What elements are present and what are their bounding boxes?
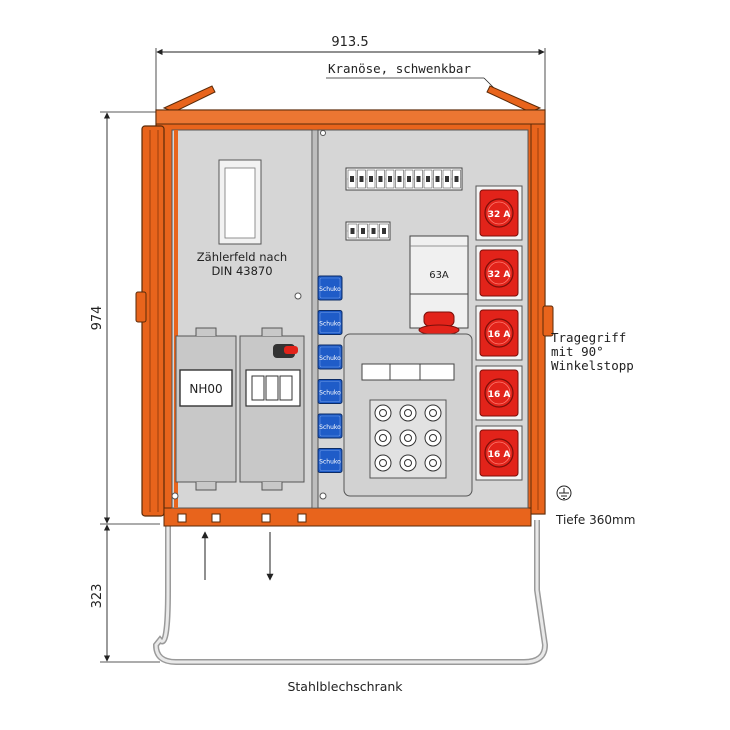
breaker-module xyxy=(404,169,414,189)
breaker-module xyxy=(366,169,376,189)
switch-disconnector-box xyxy=(239,327,305,491)
height-dimension: 974 xyxy=(90,111,160,525)
main-switch-label: 63A xyxy=(429,270,449,281)
schuko-socket: Schuko xyxy=(317,310,343,335)
handle-label-line1: Tragegriff xyxy=(551,330,626,345)
schuko-label: Schuko xyxy=(319,321,341,328)
schuko-label: Schuko xyxy=(319,424,341,431)
schuko-socket: Schuko xyxy=(317,413,343,439)
fuse-base xyxy=(399,454,417,472)
fuse-base xyxy=(374,454,392,472)
nh-fuse-label: NH00 xyxy=(189,382,222,396)
breaker-module xyxy=(358,223,368,239)
fuse-base xyxy=(374,429,392,447)
breaker-module xyxy=(395,169,404,189)
breaker-module xyxy=(376,169,385,189)
breaker-module xyxy=(385,169,395,189)
meter-field-line2: DIN 43870 xyxy=(211,264,272,278)
schuko-socket: Schuko xyxy=(317,275,343,301)
breaker-module xyxy=(452,169,461,189)
cee-label: 16 A xyxy=(488,450,511,460)
breakers-middle xyxy=(347,223,389,239)
meter-field-line1: Zählerfeld nach xyxy=(197,250,287,264)
cee-socket: 16 A xyxy=(475,305,523,361)
leg-height-dimension: 323 xyxy=(90,524,160,663)
width-dimension: 913.5 xyxy=(155,35,546,110)
fuse-base xyxy=(424,404,442,422)
earth-ground-icon xyxy=(556,485,572,501)
breaker-module xyxy=(433,169,442,189)
breaker-module xyxy=(347,223,358,239)
crane-eye-label: Kranöse, schwenkbar xyxy=(328,61,471,76)
schuko-socket: Schuko xyxy=(317,344,343,370)
breaker-module xyxy=(368,223,379,239)
leg-height-value: 323 xyxy=(90,584,105,609)
breaker-module xyxy=(357,169,366,189)
fuse-bases xyxy=(374,404,442,472)
breaker-module xyxy=(347,169,357,189)
schuko-socket: Schuko xyxy=(317,379,343,404)
nh-fuse-box: NH00 xyxy=(175,327,237,491)
schuko-label: Schuko xyxy=(319,355,341,362)
main-switch-63a: 63A xyxy=(409,235,469,336)
cee-label: 32 A xyxy=(488,270,511,280)
fuse-base xyxy=(399,429,417,447)
panel-divider xyxy=(311,129,319,509)
cee-socket: 16 A xyxy=(475,365,523,421)
breakers-top xyxy=(347,169,461,189)
breaker-module xyxy=(379,223,389,239)
fuse-base xyxy=(424,429,442,447)
schuko-label: Schuko xyxy=(319,286,341,293)
fuse-base xyxy=(424,454,442,472)
cee-socket: 32 A xyxy=(475,245,523,301)
schuko-socket: Schuko xyxy=(317,448,343,473)
crane-eyes xyxy=(162,85,542,113)
breaker-module xyxy=(442,169,452,189)
caption: Stahlblechschrank xyxy=(287,679,403,694)
cee-socket: 16 A xyxy=(475,425,523,481)
cee-label: 16 A xyxy=(488,390,511,400)
left-panel: Zählerfeld nach DIN 43870 NH00 xyxy=(171,129,313,509)
fuse-base xyxy=(399,404,417,422)
cable-entry-arrows xyxy=(201,531,274,581)
height-value: 974 xyxy=(90,306,105,331)
width-value: 913.5 xyxy=(331,35,368,50)
breaker-module xyxy=(414,169,423,189)
cee-label: 16 A xyxy=(488,330,511,340)
breaker-module xyxy=(423,169,433,189)
crane-eye-callout: Kranöse, schwenkbar xyxy=(326,61,495,89)
frame-legs xyxy=(152,520,549,665)
handle-label-line3: Winkelstopp xyxy=(551,358,634,373)
cee-label: 32 A xyxy=(488,210,511,220)
cee-socket: 32 A xyxy=(475,185,523,241)
depth-label: Tiefe 360mm xyxy=(555,513,635,527)
schuko-label: Schuko xyxy=(319,390,341,397)
handle-callout: Tragegriff mit 90° Winkelstopp xyxy=(551,330,634,373)
handle-label-line2: mit 90° xyxy=(551,344,604,359)
fuse-base xyxy=(374,404,392,422)
schuko-label: Schuko xyxy=(319,459,341,466)
cee-socket-column: 32 A 32 A 16 A 16 A 16 A xyxy=(475,185,523,481)
